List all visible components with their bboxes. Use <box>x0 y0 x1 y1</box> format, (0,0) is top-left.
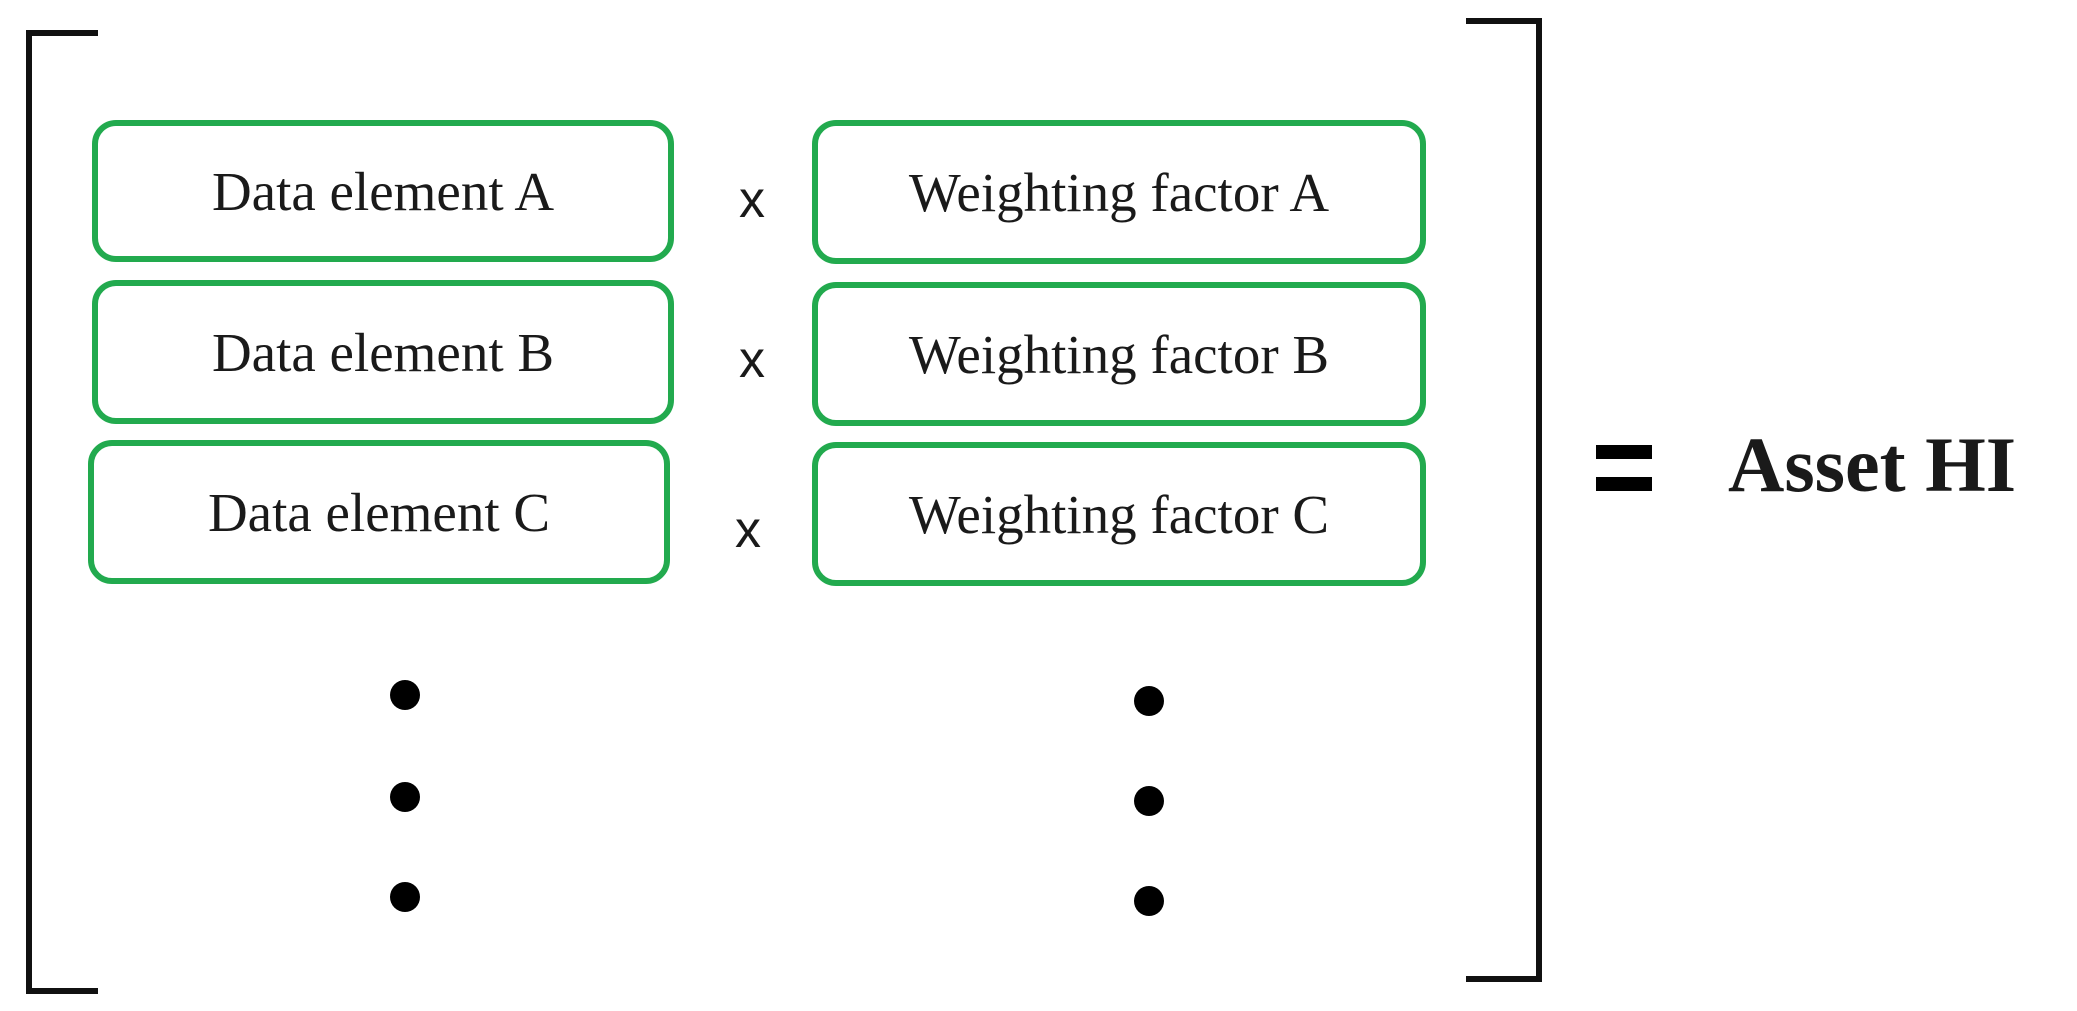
left-bracket <box>26 30 98 994</box>
weighting-factor-box: Weighting factor A <box>812 120 1426 264</box>
data-element-label: Data element A <box>211 160 555 222</box>
ellipsis-dot <box>390 782 420 812</box>
equals-sign: = <box>1596 445 1652 493</box>
data-element-label: Data element B <box>211 321 555 383</box>
right-bracket <box>1466 18 1542 982</box>
weighting-factor-label: Weighting factor C <box>908 483 1330 545</box>
weighting-factor-label: Weighting factor A <box>908 161 1330 223</box>
ellipsis-dot <box>390 680 420 710</box>
data-element-label: Data element C <box>207 481 551 543</box>
asset-hi-result: Asset HI <box>1728 421 2017 508</box>
multiply-sign: x <box>735 501 761 559</box>
multiply-sign: x <box>739 331 765 389</box>
weighting-factor-label: Weighting factor B <box>908 323 1330 385</box>
multiply-sign: x <box>739 171 765 229</box>
ellipsis-dot <box>1134 686 1164 716</box>
weighting-factor-box: Weighting factor B <box>812 282 1426 426</box>
ellipsis-dot <box>1134 886 1164 916</box>
data-element-box: Data element B <box>92 280 674 424</box>
ellipsis-dot <box>390 882 420 912</box>
data-element-box: Data element A <box>92 120 674 262</box>
weighting-factor-box: Weighting factor C <box>812 442 1426 586</box>
ellipsis-dot <box>1134 786 1164 816</box>
data-element-box: Data element C <box>88 440 670 584</box>
